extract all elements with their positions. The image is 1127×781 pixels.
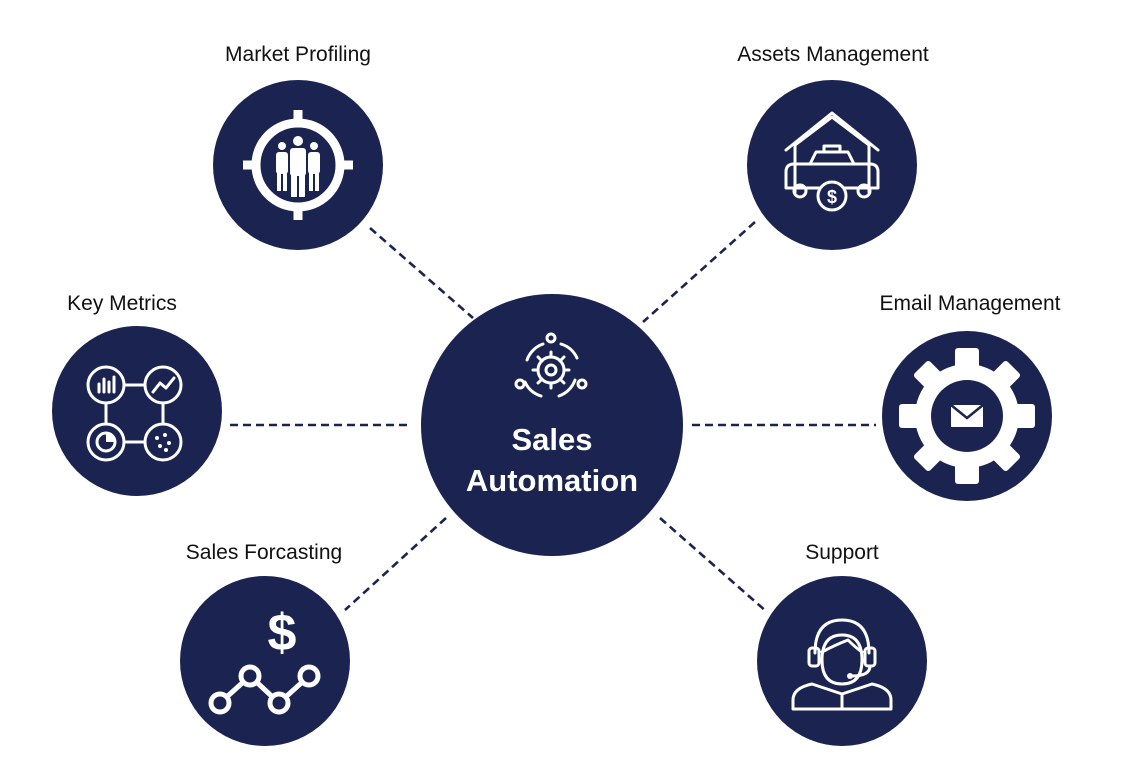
svg-text:$: $ [268,604,297,662]
headset-agent-icon [791,618,893,711]
target-people-icon [243,110,353,220]
node-label-market-profiling: Market Profiling [225,43,371,66]
center-title-line1: Sales [511,422,592,457]
analytics-grid-icon [86,365,183,462]
node-circle-sales-forcasting [180,576,350,746]
node-label-sales-forcasting: Sales Forcasting [186,541,342,564]
node-circle-support [757,576,927,746]
connectors [230,221,876,613]
connector-sales-forcasting [344,517,447,611]
node-label-email-management: Email Management [880,292,1061,315]
dollar-trend-icon: $ [208,604,321,715]
connector-support [659,517,768,613]
center-node: Sales Automation [421,294,683,556]
node-circle-key-metrics [52,326,222,496]
node-label-key-metrics: Key Metrics [67,292,177,315]
node-support: Support [757,541,927,746]
svg-text:$: $ [827,187,837,207]
center-circle [421,294,683,556]
node-assets-management: Assets Management $ [737,43,929,250]
node-email-management: Email Management [880,292,1061,501]
node-label-assets-management: Assets Management [737,43,929,66]
node-label-support: Support [805,541,879,564]
center-title-line2: Automation [466,463,638,498]
gear-envelope-icon [899,348,1035,484]
connector-market-profiling [369,227,474,319]
garage-car-dollar-icon: $ [784,111,880,212]
connector-assets-management [642,221,756,323]
node-sales-forcasting: Sales Forcasting $ [180,541,350,746]
node-market-profiling: Market Profiling [213,43,383,250]
node-key-metrics: Key Metrics [52,292,222,496]
gear-cycle-icon [514,332,588,398]
